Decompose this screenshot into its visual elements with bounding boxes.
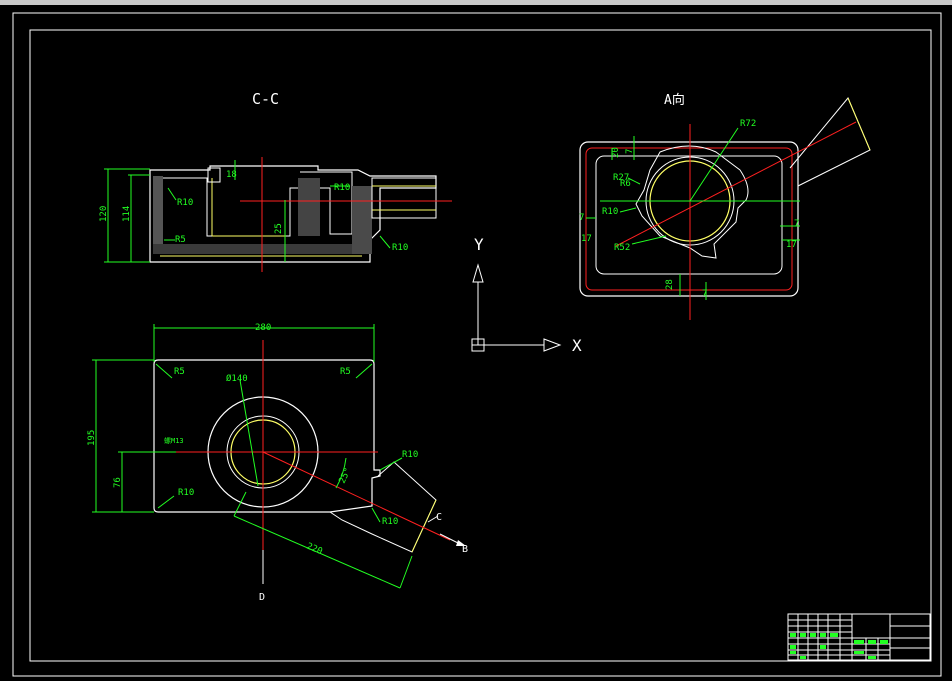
section-cut-line-b bbox=[439, 533, 461, 545]
dim-section-120: 120 bbox=[99, 206, 109, 222]
dim-section-25: 25 bbox=[274, 223, 284, 234]
view-a-outlet-arm bbox=[789, 97, 871, 187]
dim-plan-220: 220 bbox=[305, 542, 324, 558]
view-a-outer bbox=[579, 141, 799, 297]
dim-section-18: 18 bbox=[226, 170, 237, 180]
view-a-centerline-diag bbox=[615, 121, 857, 247]
section-outline bbox=[149, 165, 437, 263]
dim-a-17-left: 17 bbox=[581, 234, 592, 244]
dim-a-7-left: 7 bbox=[579, 213, 584, 223]
dim-a-17-right: 17 bbox=[786, 240, 797, 250]
dim-section-r5: R5 bbox=[175, 235, 186, 245]
dim-plan-r5-right: R5 bbox=[340, 367, 351, 377]
section-hatch-bottom bbox=[153, 244, 353, 254]
view-a-inner bbox=[595, 155, 783, 275]
dim-a-7-top: 7 bbox=[625, 149, 635, 154]
section-hatch-right bbox=[352, 186, 372, 254]
title-block-fills bbox=[790, 633, 888, 659]
dim-plan-r10-right: R10 bbox=[402, 450, 418, 460]
section-view-title: C-C bbox=[252, 90, 279, 108]
dim-a-7-bottom: 7 bbox=[702, 289, 707, 299]
outer-drawing-border bbox=[12, 12, 942, 677]
section-view bbox=[104, 157, 452, 272]
dim-plan-280: 280 bbox=[255, 323, 271, 333]
dim-a-r27: R27 bbox=[613, 173, 629, 183]
ucs-y-label: Y bbox=[474, 235, 484, 254]
section-marker-d: D bbox=[259, 592, 265, 603]
top-boss bbox=[207, 167, 221, 183]
outlet-pipe bbox=[371, 177, 437, 219]
dim-a-r10: R10 bbox=[602, 207, 618, 217]
plan-centerline-diag bbox=[262, 451, 451, 541]
dim-a-r6: R6 bbox=[620, 179, 631, 189]
dim-plan-angle-25: 25° bbox=[338, 466, 354, 485]
dim-plan-r5-left: R5 bbox=[174, 367, 185, 377]
dim-a-20: 20 bbox=[611, 147, 621, 158]
section-marker-b: B bbox=[462, 544, 468, 555]
view-a bbox=[579, 97, 871, 320]
dim-section-r10-left: R10 bbox=[177, 198, 193, 208]
dim-plan-r10-bottom: R10 bbox=[382, 517, 398, 527]
dim-plan-r10-left: R10 bbox=[178, 488, 194, 498]
view-a-red-outline bbox=[585, 147, 793, 291]
title-block bbox=[787, 613, 931, 661]
ucs-x-label: X bbox=[572, 336, 582, 355]
section-hatch-mid bbox=[298, 178, 320, 236]
dim-a-28: 28 bbox=[665, 279, 675, 290]
dim-plan-195: 195 bbox=[87, 430, 97, 446]
dim-a-7-right: 7 bbox=[794, 219, 799, 229]
dim-section-r10-top: R10 bbox=[334, 183, 350, 193]
section-hatch-left bbox=[153, 176, 163, 252]
dim-section-r10-outlet: R10 bbox=[392, 243, 408, 253]
view-a-title: A向 bbox=[664, 92, 685, 108]
dim-section-114: 114 bbox=[122, 206, 132, 222]
window-top-bar bbox=[0, 0, 952, 5]
dim-a-r52: R52 bbox=[614, 243, 630, 253]
inner-drawing-frame bbox=[29, 29, 932, 662]
dim-plan-76: 76 bbox=[113, 477, 123, 488]
ucs-icon bbox=[471, 263, 562, 352]
dim-a-r72: R72 bbox=[740, 119, 756, 129]
plan-view bbox=[92, 324, 466, 589]
dim-plan-dia140: Ø140 bbox=[226, 373, 248, 384]
drawing-canvas[interactable]: C-C 120 114 18 bbox=[0, 5, 952, 681]
section-marker-c: C bbox=[436, 512, 442, 523]
dim-plan-note: 螺M13 bbox=[164, 436, 184, 445]
